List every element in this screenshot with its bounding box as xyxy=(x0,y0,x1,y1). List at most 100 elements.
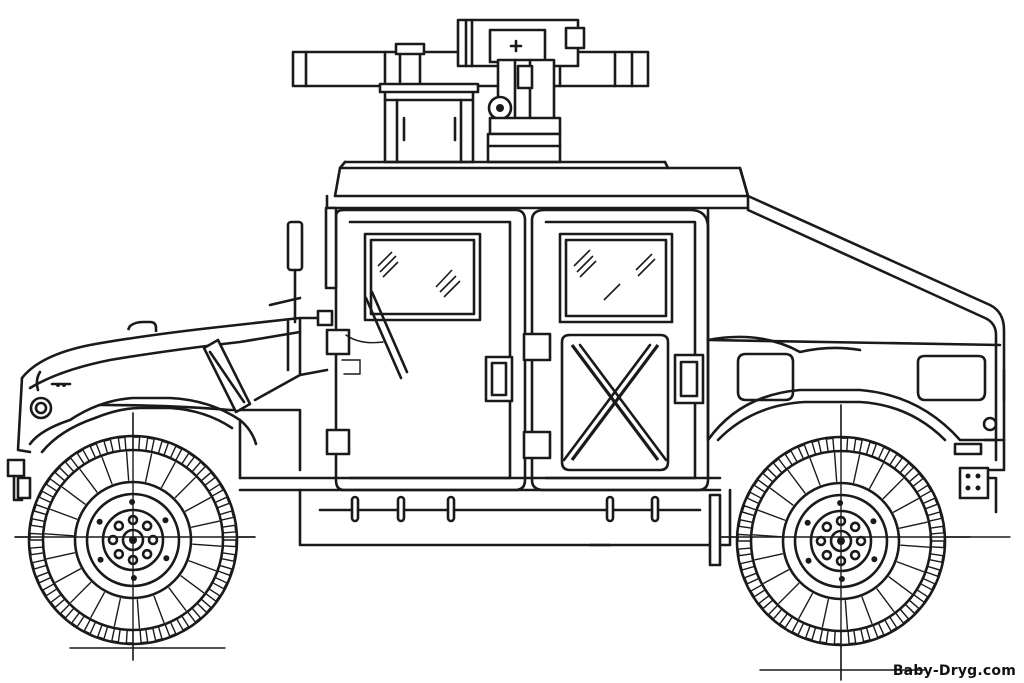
sidewall-rib xyxy=(184,497,211,512)
rim-hole xyxy=(97,556,104,563)
tread-block xyxy=(912,588,929,604)
tread-block xyxy=(222,539,237,548)
tread-block xyxy=(139,628,149,644)
tread-block xyxy=(221,524,237,534)
lug-nut xyxy=(855,535,867,547)
tread-block xyxy=(818,628,829,644)
roof xyxy=(333,160,750,198)
sidewall-rib xyxy=(798,593,814,619)
sidewall-rib xyxy=(70,581,92,604)
sidewall-rib xyxy=(896,561,925,573)
sidewall-rib xyxy=(136,599,141,629)
tread-block xyxy=(89,442,102,459)
sidewall-rib xyxy=(55,568,82,583)
tread-block xyxy=(169,445,183,462)
lug-nut xyxy=(141,520,153,532)
tread-block xyxy=(888,453,904,470)
sidewall-rib xyxy=(192,543,222,547)
lug-nut xyxy=(849,521,861,533)
tread-block xyxy=(922,497,939,510)
tread-block xyxy=(164,621,177,638)
sidewall-rib xyxy=(174,476,196,499)
lug-nut xyxy=(107,534,119,546)
tread-block xyxy=(865,441,878,458)
rim-hole xyxy=(163,555,170,562)
tread-block xyxy=(883,616,898,633)
tread-block xyxy=(96,623,109,640)
sidewall-rib xyxy=(882,477,904,500)
tread-block xyxy=(926,511,943,522)
rim-hole xyxy=(162,517,169,524)
sidewall-rib xyxy=(144,453,153,483)
tread-block xyxy=(894,608,910,625)
rim-hole xyxy=(805,557,812,564)
sidewall-rib xyxy=(844,600,849,630)
tread-block xyxy=(220,552,236,563)
tread-block xyxy=(784,449,799,466)
lug-nut xyxy=(821,521,833,533)
tread-block xyxy=(70,611,86,628)
tread-block xyxy=(811,439,822,456)
tread-block xyxy=(753,478,770,494)
rear-door xyxy=(324,206,710,492)
tread-block xyxy=(804,624,817,641)
tread-block xyxy=(778,612,794,629)
sidewall-rib xyxy=(49,508,78,520)
tread-block xyxy=(929,525,945,535)
rim-hole xyxy=(129,499,136,506)
tread-block xyxy=(741,504,758,517)
wheel-bolts xyxy=(96,499,170,581)
sidewall-rib xyxy=(900,544,930,548)
sidewall-rib xyxy=(46,552,76,560)
tread-block xyxy=(218,510,235,521)
tread-block xyxy=(757,594,774,610)
tread-block xyxy=(175,615,190,632)
sidewall-rib xyxy=(892,498,919,513)
tread-block xyxy=(877,446,891,463)
sidewall-rib xyxy=(888,576,913,595)
tread-block xyxy=(899,462,915,478)
sidewall-rib xyxy=(868,463,884,489)
tread-block xyxy=(38,490,55,504)
sidewall-rib xyxy=(757,509,786,521)
sidewall-rib xyxy=(769,487,794,506)
sidewall-rib xyxy=(809,457,821,486)
tread-block xyxy=(180,452,196,469)
lug-nut xyxy=(821,549,833,561)
sidewall-rib xyxy=(125,451,130,481)
tread-block xyxy=(930,540,945,549)
sidewall-rib xyxy=(160,462,176,488)
tread-block xyxy=(916,484,933,499)
weapon-launcher xyxy=(291,18,650,164)
front-door xyxy=(325,208,527,492)
tread-block xyxy=(738,518,754,529)
lug-nut xyxy=(815,535,827,547)
tread-block xyxy=(767,604,783,620)
tread-block xyxy=(860,626,871,643)
tread-block xyxy=(847,629,857,645)
sidewall-rib xyxy=(153,595,165,624)
tread-block xyxy=(152,625,163,642)
sidewall-rib xyxy=(190,520,220,528)
tread-block xyxy=(924,565,941,578)
lug-nut xyxy=(113,548,125,560)
rim-hole xyxy=(837,500,844,507)
tread-block xyxy=(41,582,58,597)
rim-hole xyxy=(871,556,878,563)
sidewall-rib xyxy=(763,569,790,584)
tread-block xyxy=(791,619,805,636)
tread-block xyxy=(30,517,46,528)
glass-reflection xyxy=(573,249,656,301)
sidewall-rib xyxy=(861,596,873,625)
sidewall-rib xyxy=(113,597,122,627)
tread-block xyxy=(33,503,50,516)
tread-block xyxy=(746,491,763,505)
sidewall-rib xyxy=(61,486,86,505)
rim-hole xyxy=(838,575,845,582)
sidewall-rib xyxy=(876,588,895,613)
lug-nut xyxy=(141,548,153,560)
tread-block xyxy=(64,456,80,473)
sidewall-rib xyxy=(180,575,205,594)
rim-hole xyxy=(96,518,103,525)
